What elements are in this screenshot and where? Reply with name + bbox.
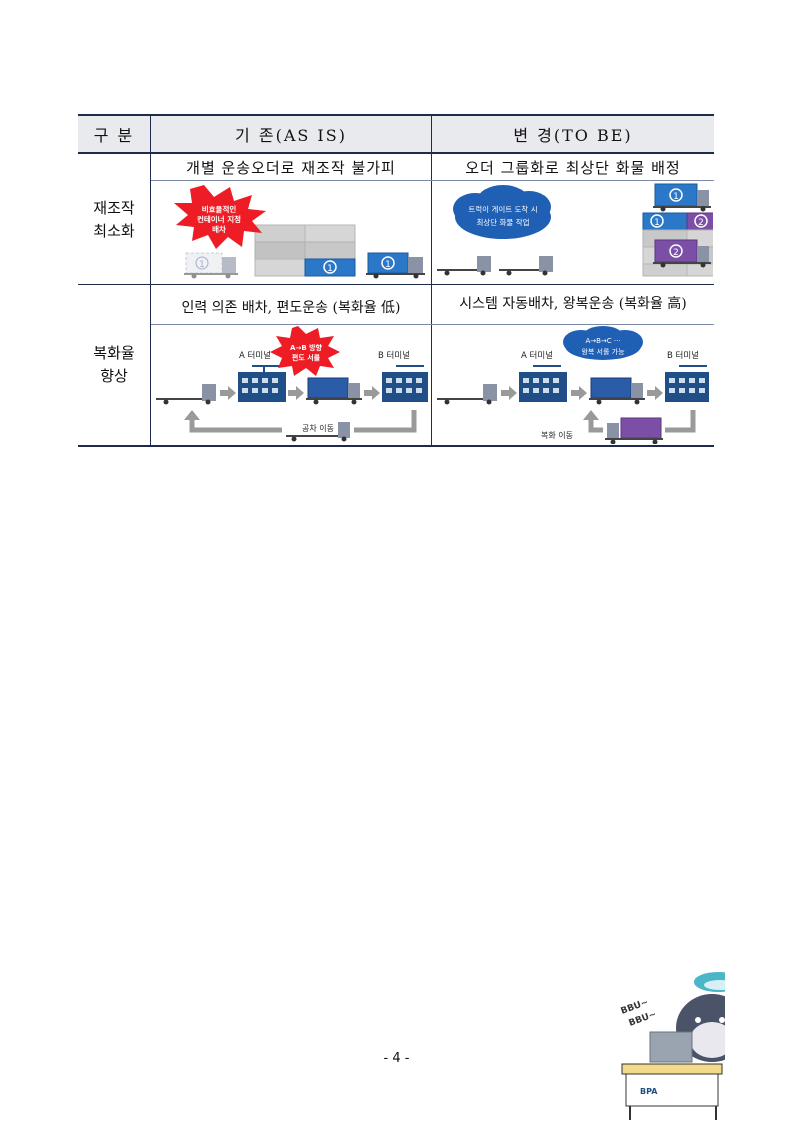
row-label-line: 최소화	[93, 222, 135, 240]
dolphin-icon	[694, 972, 725, 992]
row-label-backhaul: 복화율 향상	[78, 342, 150, 388]
to-be-roundtrip-illustration: A 터미널 B 터미널	[437, 326, 709, 444]
container-number: 1	[673, 192, 679, 202]
truck-icon: 1	[184, 252, 238, 279]
arrow-right-icon	[364, 386, 380, 400]
terminal-b-icon	[665, 365, 709, 402]
arrow-right-icon	[647, 386, 663, 400]
header-as-is: 기 존(AS IS)	[235, 126, 347, 145]
row-label-line: 향상	[100, 367, 128, 385]
to-be-caption-2: 시스템 자동배차, 왕복운송 (복화율 高)	[459, 296, 687, 312]
warning-burst-icon: 비효율적인 컨테이너 지정 배차	[174, 185, 266, 249]
arrow-right-icon	[220, 386, 236, 400]
return-arrow-icon	[583, 410, 696, 433]
trailer-icon	[437, 256, 491, 276]
container-number: 2	[698, 218, 704, 228]
return-arrow-icon	[184, 410, 417, 433]
terminal-b-label: B 터미널	[667, 351, 699, 361]
container-number: 1	[327, 264, 333, 274]
backhaul-label: 복화 이동	[541, 430, 573, 440]
terminal-a-icon	[238, 365, 286, 402]
cloud-icon: 트럭이 게이트 도착 시 최상단 화물 작업	[453, 185, 551, 239]
arrow-right-icon	[501, 386, 517, 400]
container-number: 1	[385, 260, 391, 270]
truck-icon	[306, 377, 362, 405]
row-label-reshuffle: 재조작 최소화	[78, 197, 150, 243]
truck-icon: 1	[653, 183, 711, 212]
table-header-background	[78, 116, 714, 152]
container-number: 1	[654, 218, 660, 228]
burst-text: 비효율적인	[202, 204, 237, 214]
logo-text: BPA	[640, 1087, 658, 1096]
container-number: 1	[199, 260, 205, 270]
page-number: - 4 -	[383, 1051, 410, 1066]
to-be-loaded-trucks: 1 2	[653, 183, 711, 268]
cloud-text: A→B→C ···	[585, 337, 620, 345]
desk-icon: BPA	[621, 1063, 723, 1120]
burst-text: 편도 서롤	[292, 353, 321, 362]
container-number: 2	[673, 248, 679, 258]
to-be-caption-1: 오더 그룹화로 최상단 화물 배정	[465, 158, 681, 177]
column-divider-2	[431, 114, 432, 447]
trailer-icon	[286, 422, 350, 442]
arrow-right-icon	[571, 386, 587, 400]
terminal-a-label: A 터미널	[239, 351, 271, 361]
cloud-text: 최상단 화물 작업	[476, 217, 529, 227]
terminal-a-label: A 터미널	[521, 351, 553, 361]
row-label-line: 복화율	[93, 344, 135, 362]
truck-icon: 2	[653, 239, 711, 268]
empty-return-label: 공차 이동	[302, 423, 334, 433]
trailer-icon	[156, 384, 216, 405]
row-divider	[78, 284, 714, 285]
truck-icon: 1	[366, 252, 425, 279]
truck-icon	[589, 377, 645, 405]
trailer-icon	[499, 256, 553, 276]
table-bottom-rule	[78, 445, 714, 447]
burst-text: A→B 방향	[290, 343, 322, 352]
cloud-text: 트럭이 게이트 도착 시	[468, 204, 537, 214]
laptop-icon	[649, 1031, 693, 1063]
cloud-text: 왕복 서롤 가능	[581, 347, 625, 356]
as-is-caption-1: 개별 운송오더로 재조작 불가피	[186, 158, 396, 177]
burst-text: 컨테이너 지정	[197, 214, 241, 224]
header-to-be: 변 경(TO BE)	[513, 126, 633, 145]
caption-rule-1	[151, 180, 714, 181]
mascot-illustration: BBU~ BBU~ BPA	[620, 972, 725, 1120]
column-divider-1	[150, 114, 151, 447]
table-top-rule	[78, 114, 714, 116]
header-rule	[78, 152, 714, 154]
to-be-reshuffle-illustration: 트럭이 게이트 도착 시 최상단 화물 작업 1 2	[437, 185, 713, 277]
warning-burst-icon: A→B 방향 편도 서롤	[270, 326, 340, 376]
cloud-icon: A→B→C ··· 왕복 서롤 가능	[563, 326, 643, 360]
terminal-b-label: B 터미널	[378, 351, 410, 361]
terminal-a-icon	[519, 365, 567, 402]
as-is-oneway-illustration: A 터미널 B 터미널	[156, 326, 428, 442]
header-category: 구 분	[93, 126, 135, 145]
terminal-b-icon	[382, 365, 428, 402]
trailer-icon	[437, 384, 497, 405]
container-stack-icon: 1	[254, 224, 356, 277]
row-label-line: 재조작	[93, 199, 135, 217]
burst-text: 배차	[212, 224, 226, 234]
caption-rule-2	[151, 324, 714, 325]
arrow-right-icon	[288, 386, 304, 400]
as-is-caption-2: 인력 의존 배차, 편도운송 (복화율 低)	[181, 300, 401, 316]
truck-icon	[605, 417, 663, 444]
comparison-table: 구 분 기 존(AS IS) 변 경(TO BE) 재조작 최소화 복화율 향상…	[78, 114, 714, 447]
as-is-reshuffle-illustration: 1 1 1 비효율적인 컨테이너 지정 배차	[174, 185, 425, 279]
